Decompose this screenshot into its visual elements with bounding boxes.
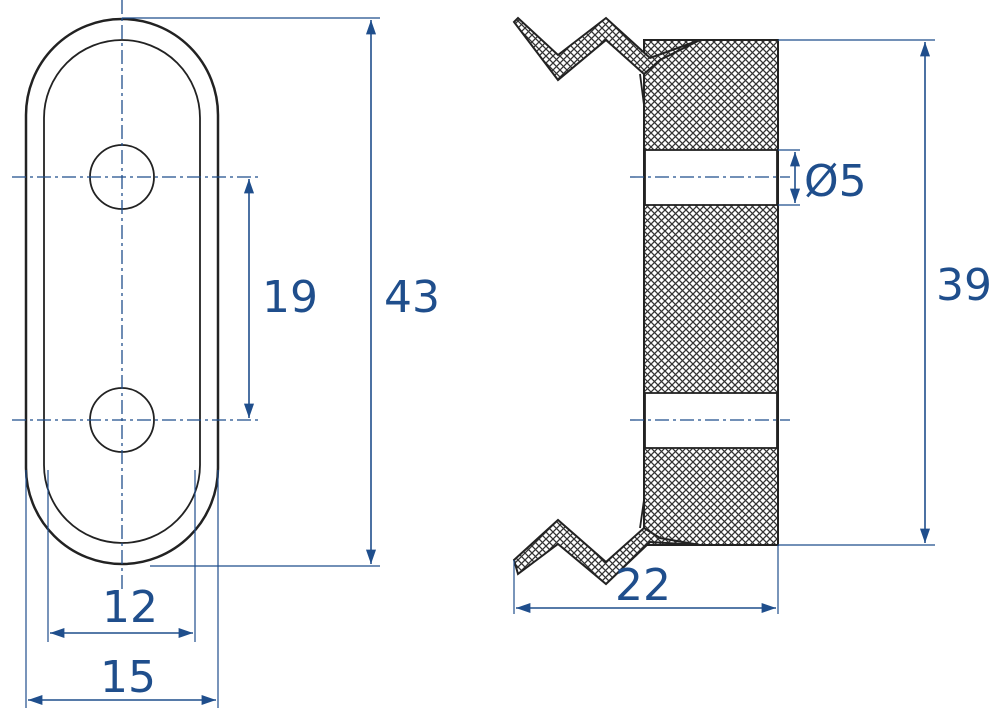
hole-spacing-label: 19	[262, 272, 318, 323]
inner-width-label: 12	[102, 582, 158, 633]
side-view: Ø5 39 22	[512, 16, 992, 614]
lower-bellows-lip	[512, 518, 701, 586]
side-height-label: 39	[936, 260, 992, 311]
hole-diameter-label: Ø5	[804, 156, 867, 207]
side-width-label: 22	[615, 560, 671, 611]
overall-length-label: 43	[384, 272, 440, 323]
section-body	[643, 39, 779, 546]
plate-inner-outline	[43, 39, 201, 544]
plate-outer-outline	[24, 17, 220, 566]
upper-bellows-lip	[512, 16, 701, 82]
front-view: 19 43 12 15	[12, 0, 440, 708]
outer-width-label: 15	[100, 652, 156, 703]
